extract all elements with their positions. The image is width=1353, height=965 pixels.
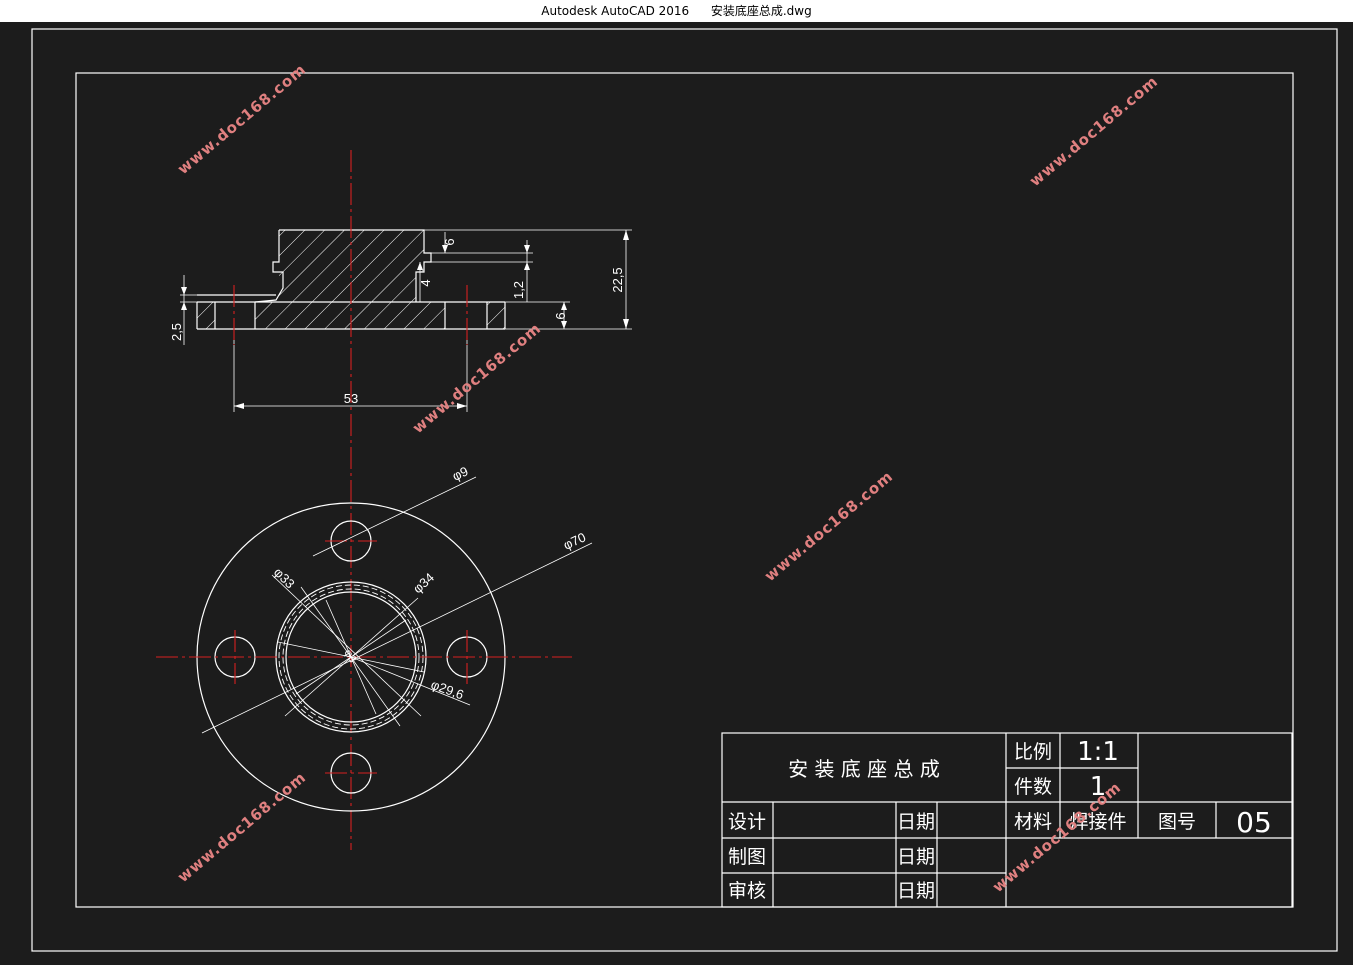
date-label-3: 日期 (897, 880, 935, 902)
watermark-3: www.doc168.com (409, 319, 545, 437)
plan-centerlines (156, 540, 572, 774)
watermark-5: www.doc168.com (174, 768, 310, 886)
check-label: 审核 (728, 880, 766, 902)
dim-arrows (181, 230, 629, 409)
file-name: 安装底座总成.dwg (710, 4, 812, 18)
plan-dim-lines (201, 476, 593, 734)
dim-6-top: 6 (442, 238, 457, 245)
dim-4: 4 (418, 279, 433, 286)
watermarks: www.doc168.com www.doc168.com www.doc168… (174, 60, 1162, 896)
scale-label: 比例 (1014, 741, 1052, 763)
window-title-bar: Autodesk AutoCAD 2016 安装底座总成.dwg (0, 0, 1353, 22)
watermark-4: www.doc168.com (761, 467, 897, 585)
inner-frame (75, 72, 1294, 908)
watermark-6: www.doc168.com (989, 778, 1125, 896)
title-block[interactable]: 安 装 底 座 总 成 比例 1:1 件数 1 设计 制图 审核 日期 日期 日… (721, 732, 1293, 908)
dim-outer: φ70 (561, 529, 588, 552)
dim-hole: φ9 (450, 464, 471, 484)
dim-1-2: 1,2 (511, 281, 526, 299)
plan-view[interactable]: φ9 φ70 φ33 φ34 φ29,6 φ3 (156, 464, 593, 812)
dim-22-5: 22,5 (610, 267, 625, 292)
drawing-no-value: 05 (1236, 806, 1272, 839)
dim-53: 53 (344, 391, 358, 406)
dim-center: φ3 (341, 648, 358, 665)
section-hatch-left (197, 302, 215, 329)
section-centerlines (233, 150, 468, 850)
scale-value: 1:1 (1077, 737, 1119, 767)
drawing-canvas[interactable]: 6 4 1,2 22,5 6 2,5 53 (0, 22, 1353, 961)
watermark-1: www.doc168.com (174, 60, 310, 178)
material-label: 材料 (1014, 811, 1052, 833)
qty-value: 1 (1090, 772, 1107, 802)
section-hatch-main (255, 230, 445, 329)
drawing-svg: 6 4 1,2 22,5 6 2,5 53 (31, 28, 1338, 952)
section-view[interactable]: 6 4 1,2 22,5 6 2,5 53 (169, 150, 632, 850)
title-block-grid (721, 732, 1293, 908)
section-dim-lines (180, 229, 632, 412)
outer-frame (31, 28, 1338, 952)
date-label-1: 日期 (897, 811, 935, 833)
dim-29-6: φ29,6 (429, 677, 466, 703)
qty-label: 件数 (1014, 776, 1052, 798)
design-label: 设计 (728, 811, 766, 833)
section-hatch-right (487, 302, 505, 329)
dim-2-5: 2,5 (169, 323, 184, 341)
drawing-no-label: 图号 (1158, 811, 1196, 833)
date-label-2: 日期 (897, 846, 935, 868)
app-title: Autodesk AutoCAD 2016 (541, 4, 690, 18)
watermark-2: www.doc168.com (1026, 72, 1162, 190)
dim-6-right: 6 (553, 312, 568, 319)
draw-label: 制图 (728, 846, 766, 868)
dim-33: φ33 (271, 565, 298, 592)
drawing-name: 安 装 底 座 总 成 (788, 757, 940, 781)
material-value: 焊接件 (1069, 811, 1126, 833)
dim-34: φ34 (410, 570, 437, 596)
